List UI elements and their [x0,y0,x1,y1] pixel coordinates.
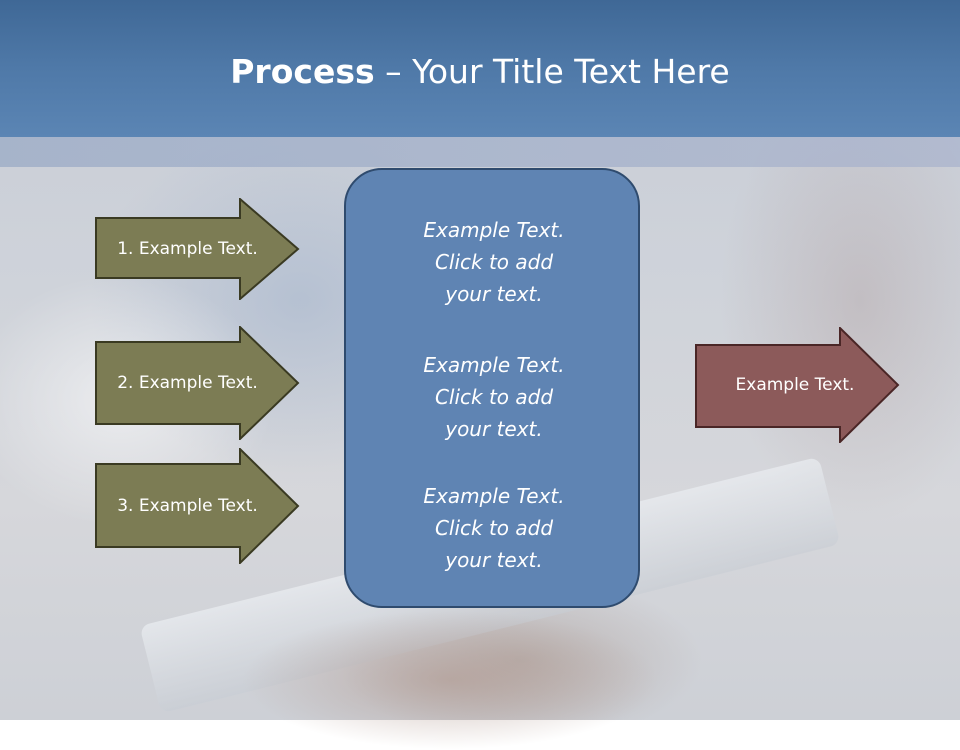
block-1-line-1: Example Text. [423,218,565,242]
left-arrow-3-label: 3. Example Text. [117,496,258,516]
arrow-shape-2 [95,326,300,440]
block-2-line-2: Click to add [434,385,554,409]
arrow-shape-1 [95,198,300,300]
title-band [0,137,960,167]
left-arrow-2[interactable]: 2. Example Text. [95,326,300,440]
block-2-line-1: Example Text. [423,353,565,377]
block-2-line-3: your text. [445,417,543,441]
center-text-block-3[interactable]: Example Text. Click to add your text. [346,480,642,576]
left-arrow-2-label: 2. Example Text. [117,373,258,393]
right-arrow-shape [695,327,900,443]
center-text-block-2[interactable]: Example Text. Click to add your text. [346,349,642,445]
right-arrow[interactable]: Example Text. [695,327,900,443]
block-1-line-2: Click to add [434,250,554,274]
left-arrow-1[interactable]: 1. Example Text. [95,198,300,300]
block-3-line-1: Example Text. [423,484,565,508]
title-bar [0,0,960,137]
block-1-line-3: your text. [445,282,543,306]
arrow-shape-3 [95,448,300,564]
left-arrow-1-label: 1. Example Text. [117,239,258,259]
hand-photo-element [240,610,660,750]
center-text-block-1[interactable]: Example Text. Click to add your text. [346,214,642,310]
left-arrow-3[interactable]: 3. Example Text. [95,448,300,564]
block-3-line-3: your text. [445,548,543,572]
right-arrow-label: Example Text. [735,375,855,395]
title-rest: – Your Title Text Here [374,52,730,91]
title-bold: Process [230,52,375,91]
center-process-box[interactable]: Example Text. Click to add your text. Ex… [344,168,640,608]
slide-title[interactable]: Process – Your Title Text Here [0,52,960,91]
block-3-line-2: Click to add [434,516,554,540]
